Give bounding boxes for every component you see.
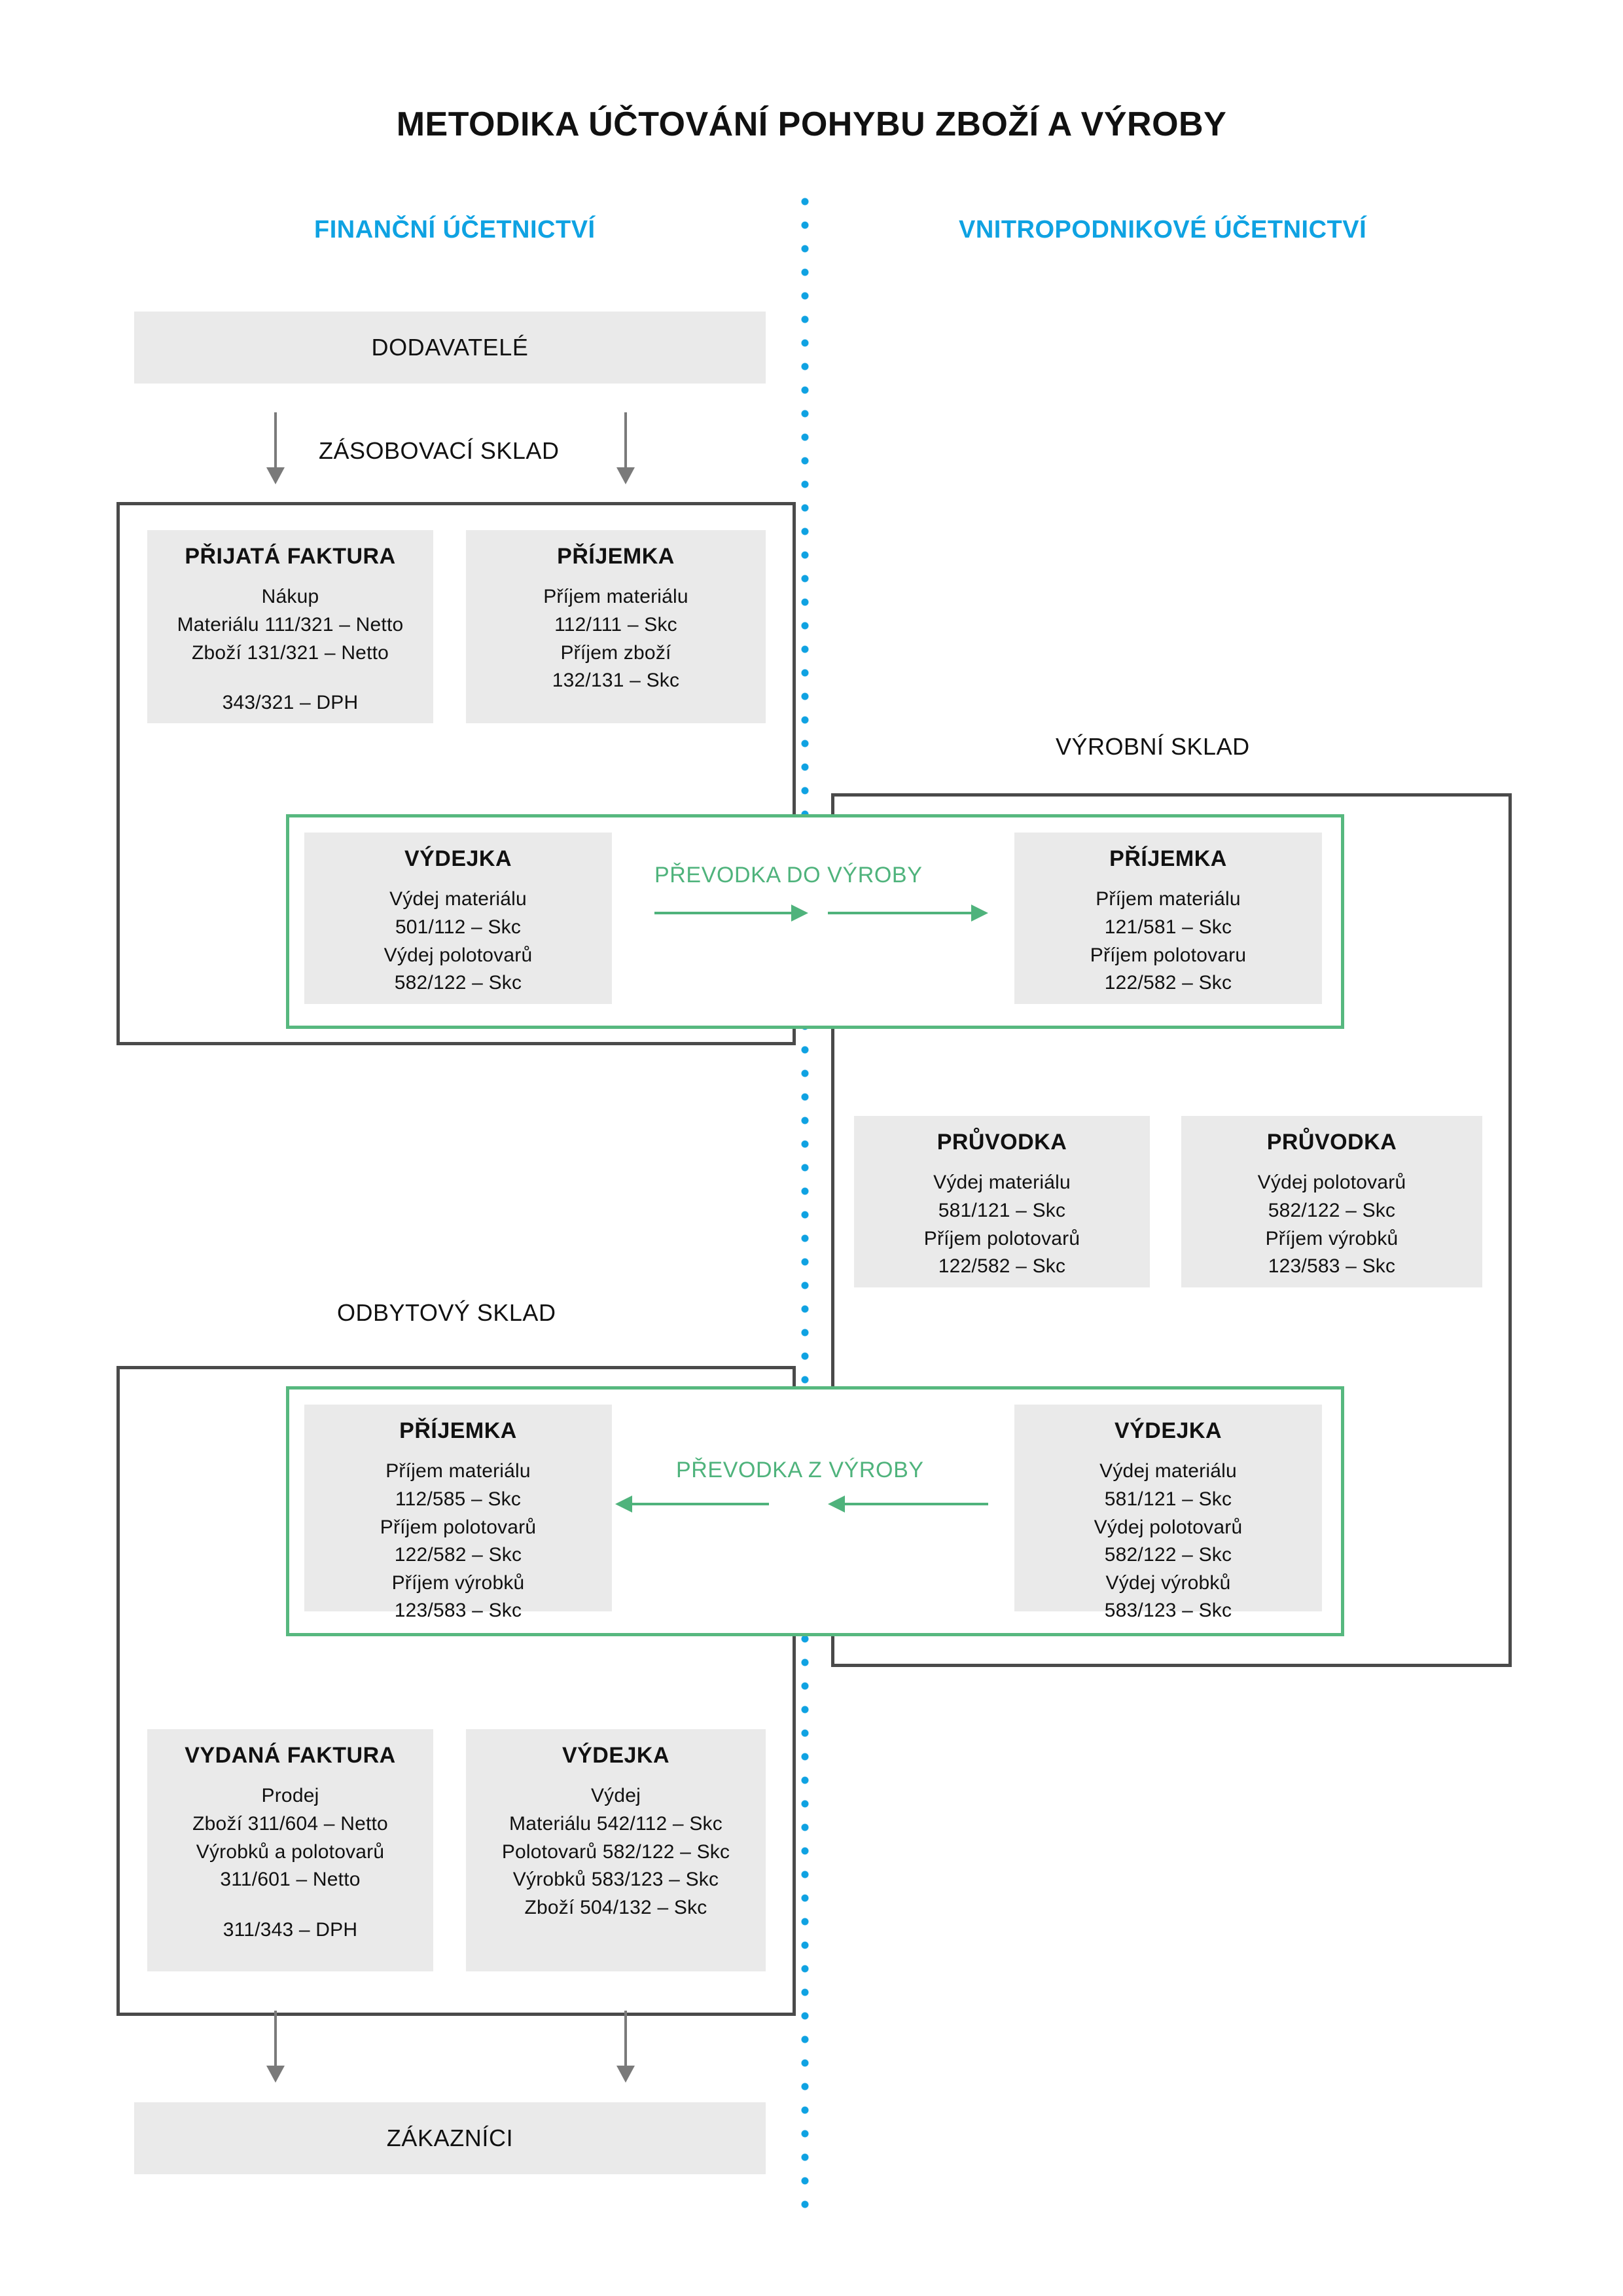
arrow-right-to-production-1-icon — [654, 905, 808, 922]
card-line: Příjem materiálu — [385, 1460, 531, 1482]
customers-box: ZÁKAZNÍCI — [134, 2102, 766, 2174]
card-line: Příjem polotovarů — [923, 1227, 1080, 1249]
card-title: PŘÍJEMKA — [1109, 846, 1227, 871]
card-line: Výrobků 583/123 – Skc — [512, 1869, 719, 1891]
caption-production-warehouse: VÝROBNÍ SKLAD — [1056, 733, 1250, 760]
card-line: Výdej materiálu — [933, 1172, 1071, 1194]
card-line: Výdej polotovarů — [1094, 1516, 1243, 1538]
card-line: Zboží 131/321 – Netto — [191, 641, 389, 664]
suppliers-box: DODAVATELÉ — [134, 312, 766, 384]
card-line: Materiálu 111/321 – Netto — [177, 613, 404, 636]
card-footer: 311/343 – DPH — [223, 1918, 358, 1941]
card-line: Příjem zboží — [560, 641, 671, 664]
arrow-right-to-production-2-icon — [828, 905, 988, 922]
card-line: Příjem materiálu — [1096, 888, 1241, 910]
column-header-financial: FINANČNÍ ÚČETNICTVÍ — [314, 216, 596, 243]
card-line: Zboží 504/132 – Skc — [524, 1896, 707, 1918]
card-line: 123/583 – Skc — [394, 1600, 522, 1622]
card-line: 581/121 – Skc — [938, 1199, 1066, 1221]
arrow-down-customers-left-icon — [266, 2011, 285, 2083]
card-line: 582/122 – Skc — [1268, 1199, 1396, 1221]
card-line: 583/123 – Skc — [1104, 1600, 1232, 1622]
card-spacer — [159, 667, 421, 689]
vertical-dotted-divider — [801, 190, 809, 2221]
frame-supply-warehouse — [116, 502, 796, 1045]
card-line: 582/122 – Skc — [1104, 1544, 1232, 1566]
card-line: Příjem výrobků — [1265, 1227, 1399, 1249]
card-line: 123/583 – Skc — [1268, 1255, 1396, 1278]
card-line: 121/581 – Skc — [1104, 916, 1232, 938]
card-line: Výdej — [590, 1785, 641, 1807]
card-prijemka-from-production: PŘÍJEMKA Příjem materiálu 112/585 – Skc … — [304, 1405, 612, 1621]
card-line: Výdej materiálu — [1099, 1460, 1237, 1482]
caption-sales-warehouse: ODBYTOVÝ SKLAD — [337, 1299, 556, 1326]
card-title: PŘÍJEMKA — [557, 544, 675, 569]
card-line: Příjem polotovaru — [1090, 944, 1247, 966]
card-title: PŘÍJEMKA — [399, 1418, 517, 1443]
card-pruvodka-material: PRŮVODKA Výdej materiálu 581/121 – Skc P… — [854, 1116, 1150, 1287]
label-prevodka-do-vyroby: PŘEVODKA DO VÝROBY — [654, 863, 923, 888]
card-line: Prodej — [261, 1785, 319, 1807]
card-line: Výdej materiálu — [389, 888, 527, 910]
card-title: VÝDEJKA — [562, 1743, 670, 1768]
card-line: Nákup — [261, 586, 319, 608]
card-pruvodka-polotovary: PRŮVODKA Výdej polotovarů 582/122 – Skc … — [1181, 1116, 1482, 1287]
card-line: 122/582 – Skc — [1104, 972, 1232, 994]
card-title: PŘIJATÁ FAKTURA — [185, 544, 396, 569]
frame-production-warehouse — [831, 793, 1512, 1667]
card-line: Výdej výrobků — [1105, 1571, 1231, 1594]
frame-sales-warehouse — [116, 1366, 796, 2016]
card-line: 122/582 – Skc — [394, 1544, 522, 1566]
card-line: Výrobků a polotovarů — [196, 1840, 385, 1863]
card-title: VÝDEJKA — [1114, 1418, 1222, 1443]
page-title: METODIKA ÚČTOVÁNÍ POHYBU ZBOŽÍ A VÝROBY — [396, 105, 1227, 143]
card-vydana-faktura: VYDANÁ FAKTURA Prodej Zboží 311/604 – Ne… — [147, 1729, 433, 1971]
card-line: 122/582 – Skc — [938, 1255, 1066, 1278]
card-vydejka-from-production: VÝDEJKA Výdej materiálu 581/121 – Skc Vý… — [1014, 1405, 1322, 1621]
card-line: Příjem výrobků — [391, 1571, 525, 1594]
card-footer: 343/321 – DPH — [222, 692, 359, 714]
card-line: Příjem materiálu — [543, 586, 688, 608]
arrow-down-customers-right-icon — [616, 2011, 635, 2083]
card-vydejka-sales: VÝDEJKA Výdej Materiálu 542/112 – Skc Po… — [466, 1729, 766, 1971]
card-line: 112/111 – Skc — [554, 613, 677, 636]
card-line: 581/121 – Skc — [1104, 1488, 1232, 1510]
card-line: 311/601 – Netto — [220, 1869, 361, 1891]
card-vydejka-to-production: VÝDEJKA Výdej materiálu 501/112 – Skc Vý… — [304, 833, 612, 1004]
card-prijemka-supply: PŘÍJEMKA Příjem materiálu 112/111 – Skc … — [466, 530, 766, 723]
card-line: 112/585 – Skc — [395, 1488, 522, 1510]
card-line: 132/131 – Skc — [552, 670, 680, 692]
card-line: Výdej polotovarů — [383, 944, 533, 966]
card-title: VYDANÁ FAKTURA — [185, 1743, 396, 1768]
card-line: Příjem polotovarů — [380, 1516, 537, 1538]
card-line: 501/112 – Skc — [395, 916, 522, 938]
arrow-down-suppliers-left-icon — [266, 412, 285, 484]
column-header-internal: VNITROPODNIKOVÉ ÚČETNICTVÍ — [959, 216, 1367, 243]
caption-supply-warehouse: ZÁSOBOVACÍ SKLAD — [319, 437, 560, 464]
arrow-left-from-production-2-icon — [828, 1496, 988, 1513]
card-line: Materiálu 542/112 – Skc — [509, 1812, 722, 1835]
arrow-down-suppliers-right-icon — [616, 412, 635, 484]
card-line: Zboží 311/604 – Netto — [192, 1812, 388, 1835]
card-line: Polotovarů 582/122 – Skc — [501, 1840, 730, 1863]
card-prijemka-to-production: PŘÍJEMKA Příjem materiálu 121/581 – Skc … — [1014, 833, 1322, 1004]
arrow-left-from-production-1-icon — [615, 1496, 769, 1513]
card-prijata-faktura: PŘIJATÁ FAKTURA Nákup Materiálu 111/321 … — [147, 530, 433, 723]
card-title: PRŮVODKA — [1266, 1130, 1397, 1155]
label-prevodka-z-vyroby: PŘEVODKA Z VÝROBY — [676, 1458, 924, 1482]
card-title: VÝDEJKA — [404, 846, 512, 871]
card-line: 582/122 – Skc — [394, 972, 522, 994]
card-line: Výdej polotovarů — [1257, 1172, 1406, 1194]
card-title: PRŮVODKA — [936, 1130, 1067, 1155]
card-spacer — [159, 1894, 421, 1916]
